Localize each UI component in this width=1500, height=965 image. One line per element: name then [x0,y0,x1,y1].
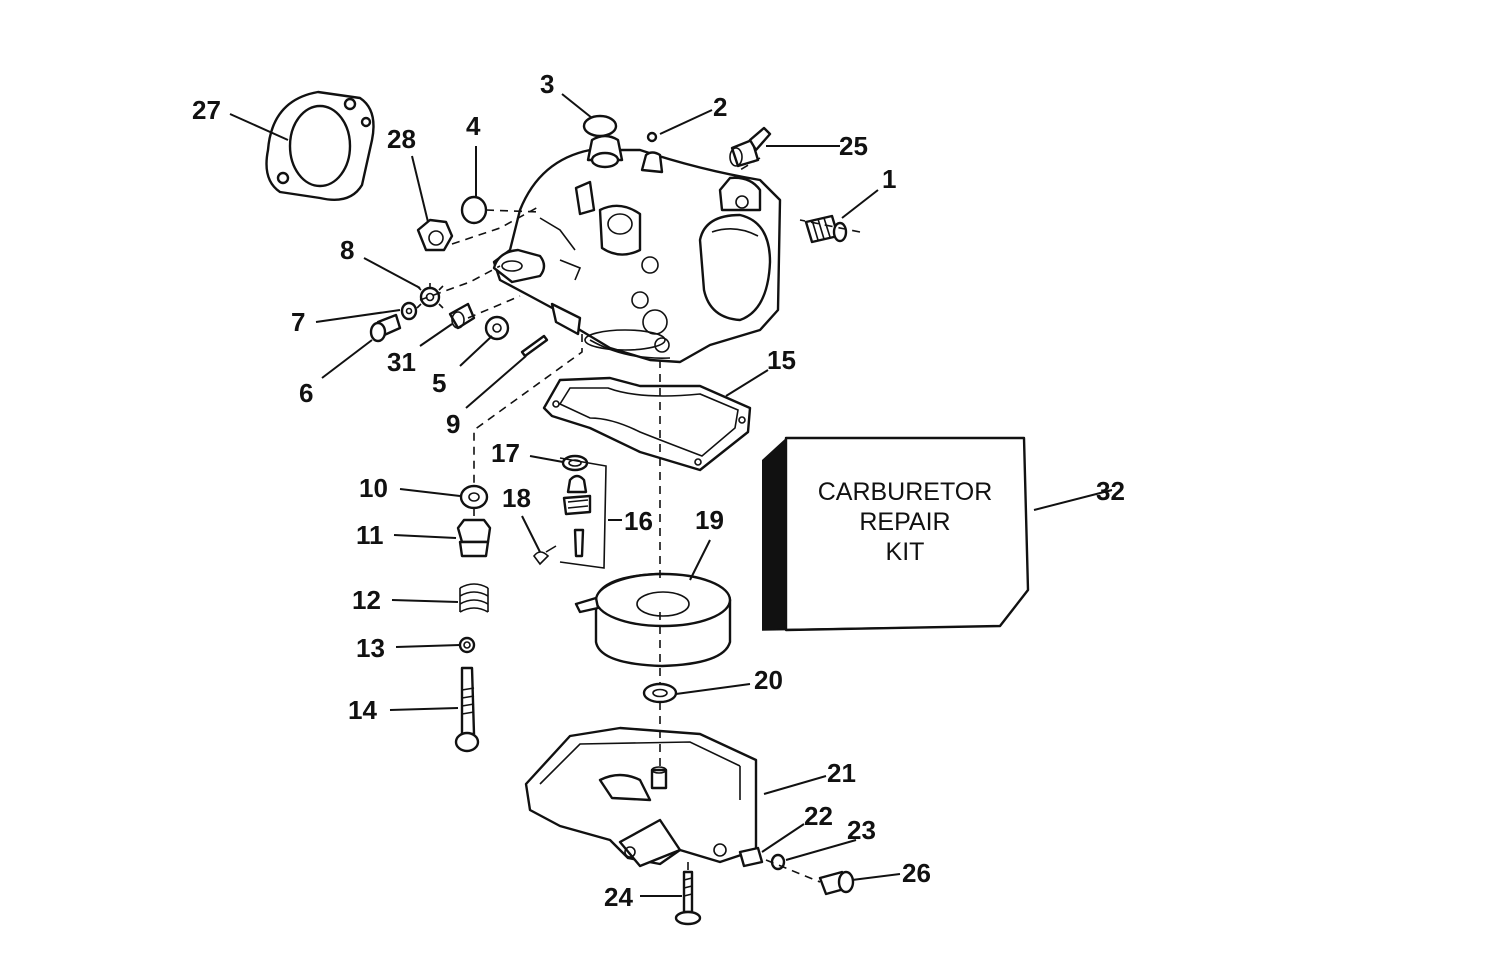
part-9-pin [520,334,549,358]
part-18-clip [532,545,557,566]
part-6-screw [369,313,402,343]
callout-15: 15 [767,345,796,375]
callout-7: 7 [291,307,305,337]
leader-lines [229,93,1113,897]
assembly-dashed-lines [419,157,861,883]
callout-20: 20 [754,665,783,695]
callout-10: 10 [359,473,388,503]
callout-6: 6 [299,378,313,408]
part-15-gasket [542,376,752,472]
part-2-check-ball [646,131,658,143]
callout-3: 3 [540,69,554,99]
callout-32: 32 [1096,476,1125,506]
part-26-plug-screw [818,870,855,896]
part-27-flange-gasket [265,90,375,202]
part-13-o-ring [458,636,476,654]
part-10-washer [459,484,489,510]
part-12-spring [459,583,489,613]
kit-label-line-2: REPAIR [859,508,950,536]
callout-2: 2 [713,92,727,122]
part-22-jet [738,846,764,868]
callout-24: 24 [604,882,633,912]
part-28-nut [416,218,454,252]
callout-19: 19 [695,505,724,535]
part-14-needle [454,666,480,753]
callout-22: 22 [804,801,833,831]
part-21-float-bowl [524,726,758,868]
callout-14: 14 [348,695,377,725]
part-7-washer [400,301,418,321]
callout-13: 13 [356,633,385,663]
callout-25: 25 [839,131,868,161]
part-1-screw [804,214,848,244]
callout-23: 23 [847,815,876,845]
part-31-link [448,302,476,330]
callout-8: 8 [340,235,354,265]
callout-17: 17 [491,438,520,468]
part-17-washer [561,454,589,472]
callout-5: 5 [432,368,446,398]
part-25-fitting [729,126,772,168]
part-24-bolt [674,870,702,926]
part-3-welch-plug [582,114,618,138]
callout-numbers: 27 28 4 3 2 25 1 8 7 6 31 5 9 15 17 18 1… [192,69,1125,912]
part-32-repair-kit-box: CARBURETOR REPAIR KIT [761,436,1030,632]
callout-4: 4 [466,111,481,141]
part-11-plug [456,518,492,558]
callout-16: 16 [624,506,653,536]
kit-label-line-3: KIT [886,538,925,566]
part-carburetor-body [492,134,782,364]
kit-label-line-1: CARBURETOR [818,478,993,506]
part-20-washer [642,682,678,704]
callout-18: 18 [502,483,531,513]
part-5-washer [484,315,510,341]
part-8-lock-washer [416,283,444,309]
callout-12: 12 [352,585,381,615]
callout-26: 26 [902,858,931,888]
callout-31: 31 [387,347,416,377]
part-19-float [574,572,732,668]
part-16-needle-seat [559,457,607,569]
part-4-plug [460,195,488,225]
callout-11: 11 [356,520,384,550]
callout-1: 1 [882,164,896,194]
callout-9: 9 [446,409,460,439]
callout-21: 21 [827,758,856,788]
callout-27: 27 [192,95,221,125]
callout-28: 28 [387,124,416,154]
